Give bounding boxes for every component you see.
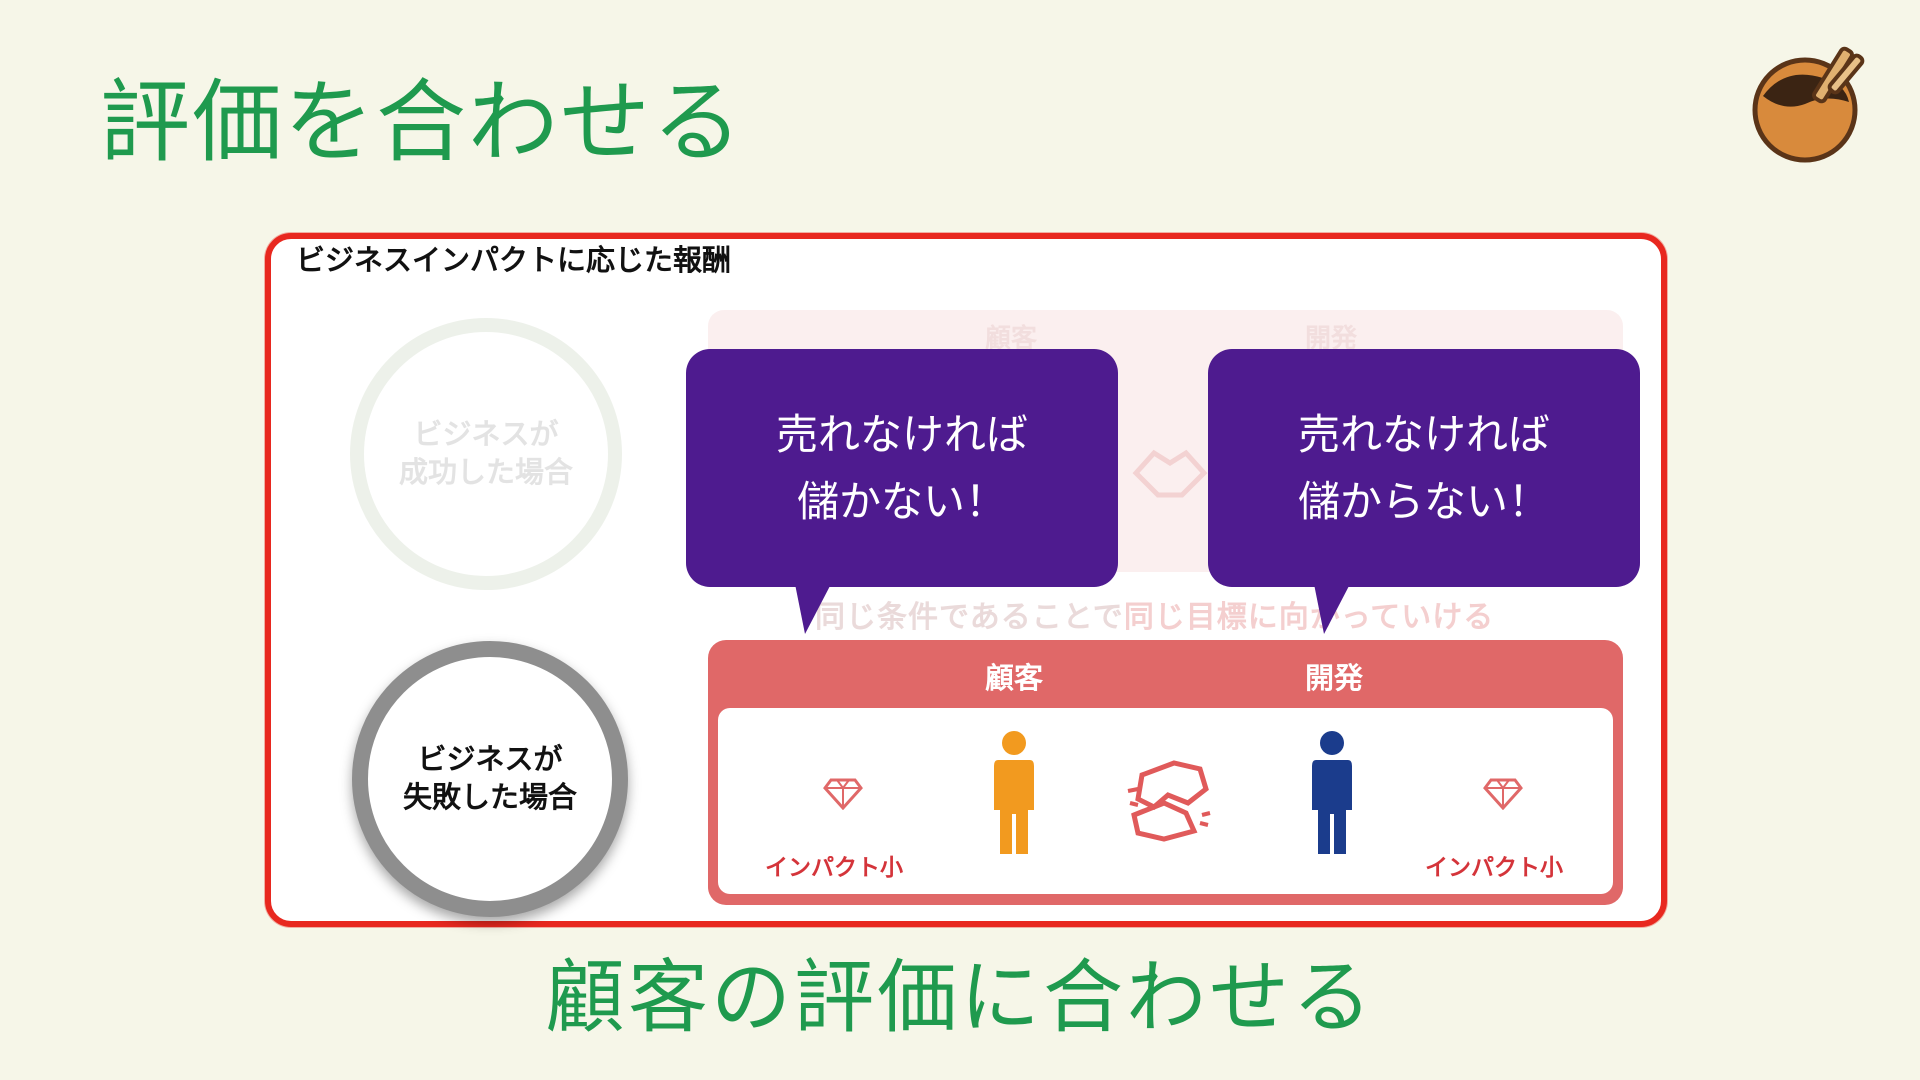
- customer-speech-bubble: 売れなければ 儲かない！: [686, 349, 1118, 587]
- impact-label-developer: インパクト小: [1425, 848, 1563, 882]
- faded-handshake-icon: [1130, 435, 1210, 505]
- failure-case-circle: ビジネスが 失敗した場合: [352, 641, 628, 917]
- failure-case-line2: 失敗した場合: [403, 779, 577, 817]
- diamond-icon: [1483, 776, 1523, 810]
- failure-header-customer: 顧客: [985, 655, 1043, 697]
- figure-title: ビジネスインパクトに応じた報酬: [296, 246, 731, 275]
- takoyaki-mascot-icon: [1745, 38, 1875, 168]
- success-case-line2: 成功した場合: [399, 454, 573, 492]
- bubble-line1: 売れなければ: [1298, 401, 1550, 468]
- page-title: 評価を合わせる: [100, 78, 744, 168]
- failure-header-developer: 開発: [1305, 655, 1363, 697]
- success-case-line1: ビジネスが: [399, 416, 573, 454]
- success-case-circle: ビジネスが 成功した場合: [350, 318, 622, 590]
- bubble-line1: 売れなければ: [776, 401, 1028, 468]
- diamond-icon: [823, 776, 863, 810]
- developer-person-icon: [1308, 730, 1356, 858]
- success-caption: 同じ条件であることで同じ目標に向かっていける: [815, 592, 1494, 636]
- bubble-line2: 儲からない！: [1298, 468, 1550, 535]
- bubble-tail: [1312, 584, 1352, 634]
- customer-person-icon: [990, 730, 1038, 858]
- bubble-line2: 儲かない！: [797, 468, 1007, 535]
- developer-speech-bubble: 売れなければ 儲からない！: [1208, 349, 1640, 587]
- handshake-icon: [1124, 755, 1219, 845]
- impact-label-customer: インパクト小: [765, 848, 903, 882]
- failure-case-line1: ビジネスが: [403, 741, 577, 779]
- slide-subtitle: 顧客の評価に合わせる: [0, 958, 1920, 1038]
- bubble-tail: [793, 584, 833, 634]
